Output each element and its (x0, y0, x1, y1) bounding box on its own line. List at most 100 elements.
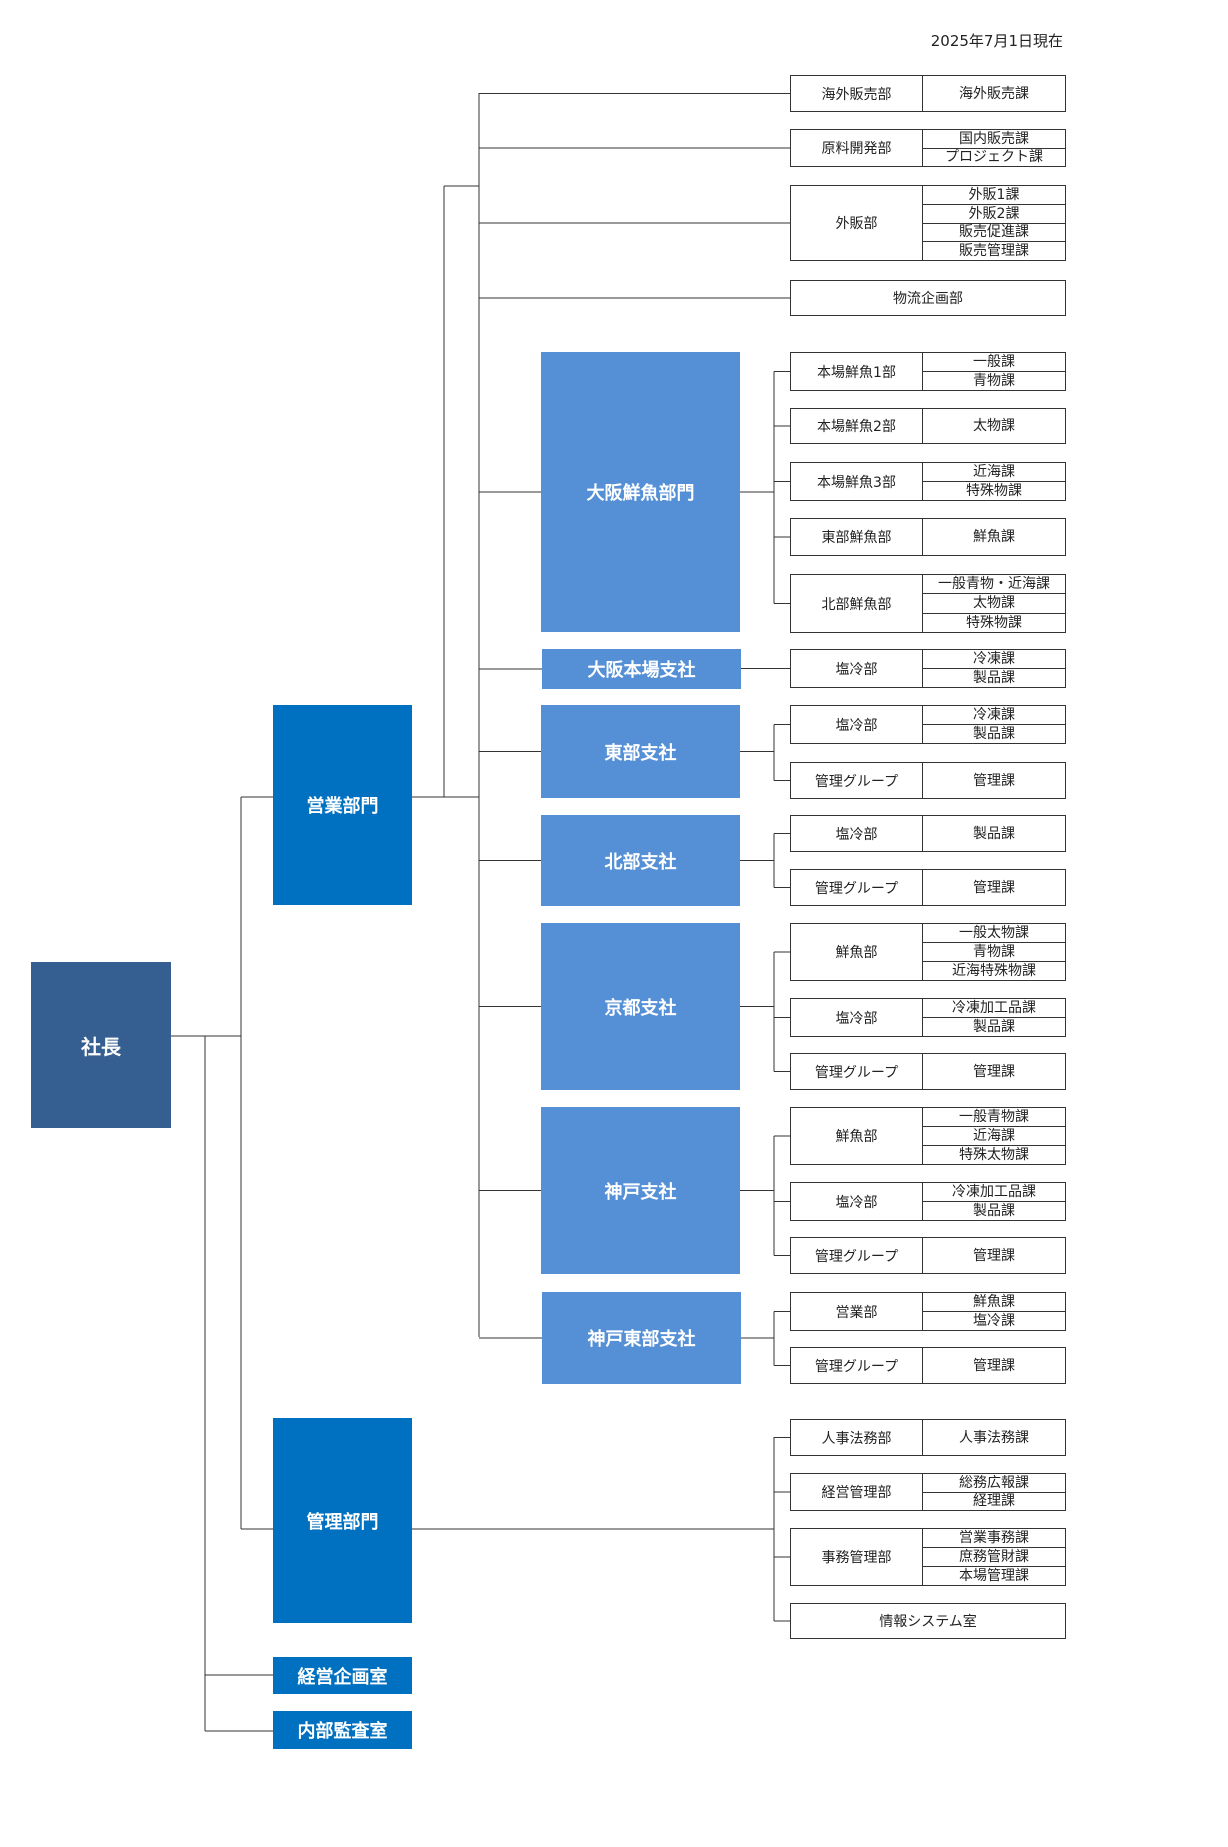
section-list: 海外販売課 (923, 76, 1065, 111)
section-name: 特殊物課 (923, 612, 1065, 632)
department-box: 本場鮮魚1部一般課青物課 (790, 352, 1066, 391)
department-box: 人事法務部 人事法務課 (790, 1419, 1066, 1456)
section-name: 一般青物・近海課 (938, 576, 1050, 593)
department-name: 管理グループ (791, 1238, 923, 1273)
section-name: 人事法務課 (959, 1429, 1029, 1446)
department-box: 塩冷部冷凍加工品課製品課 (790, 1182, 1066, 1221)
sales-division-box: 営業部門 (273, 705, 412, 905)
section-name: 青物課 (923, 942, 1065, 961)
section-list: 国内販売課プロジェクト課 (923, 130, 1065, 166)
department-box: 鮮魚部一般太物課青物課近海特殊物課 (790, 923, 1066, 981)
section-name: 冷凍課 (973, 707, 1015, 723)
section-name: 塩冷課 (923, 1311, 1065, 1330)
section-list: 管理課 (923, 870, 1065, 905)
audit-office-box: 内部監査室 (273, 1711, 412, 1749)
department-box: 原料開発部国内販売課プロジェクト課 (790, 129, 1066, 167)
section-name: 青物課 (923, 371, 1065, 390)
department-name: 塩冷部 (791, 816, 923, 851)
department-name: 管理グループ (791, 1054, 923, 1089)
section-name: 製品課 (923, 724, 1065, 743)
section-name: 海外販売課 (959, 85, 1029, 102)
department-name: 塩冷部 (791, 1183, 923, 1220)
section-name: 製品課 (973, 825, 1015, 842)
section-name: 近海課 (973, 464, 1015, 480)
section-list: 営業事務課庶務管財課本場管理課 (923, 1529, 1065, 1585)
section-name: 太物課 (973, 418, 1015, 434)
section-name: 管理課 (973, 772, 1015, 789)
section-name: 鮮魚課 (973, 529, 1015, 545)
section-list: 一般青物・近海課太物課特殊物課 (923, 575, 1065, 632)
section-name: 本場管理課 (923, 1566, 1065, 1585)
department-name: 人事法務部 (791, 1420, 923, 1455)
section-list: 一般太物課青物課近海特殊物課 (923, 924, 1065, 980)
admin-division-box: 管理部門 (273, 1418, 412, 1623)
section-list: 鮮魚課塩冷課 (923, 1293, 1065, 1330)
department-name: 塩冷部 (791, 999, 923, 1036)
department-box: 塩冷部冷凍課製品課 (790, 649, 1066, 688)
section-name: 外販2課 (923, 203, 1065, 223)
department-box: 海外販売部海外販売課 (790, 75, 1066, 112)
department-name: 事務管理部 (791, 1529, 923, 1585)
section-name: 太物課 (923, 593, 1065, 612)
department-box: 本場鮮魚3部 近海課特殊物課 (790, 462, 1066, 501)
section-name: 特殊物課 (923, 481, 1065, 500)
section-name: 営業事務課 (959, 1530, 1029, 1546)
section-name: 冷凍加工品課 (952, 1000, 1036, 1016)
department-name: 外販部 (791, 186, 923, 260)
section-name: 国内販売課 (959, 130, 1029, 147)
section-list: 製品課 (923, 816, 1065, 851)
section-list: 鮮魚課 (923, 519, 1065, 555)
department-box: 外販部外販1課外販2課販売促進課販売管理課 (790, 185, 1066, 261)
section-list: 太物課 (923, 409, 1065, 443)
department-box: 塩冷部冷凍加工品課製品課 (790, 998, 1066, 1037)
section-list: 冷凍加工品課製品課 (923, 1183, 1065, 1220)
department-box: 物流企画部 (790, 280, 1066, 316)
section-name: 経理課 (923, 1491, 1065, 1511)
branch-box: 神戸支社 (541, 1107, 740, 1274)
section-name: 冷凍加工品課 (952, 1184, 1036, 1200)
section-name: 販売促進課 (923, 222, 1065, 242)
section-list: 管理課 (923, 1054, 1065, 1089)
section-name: 販売管理課 (923, 241, 1065, 260)
department-name: 塩冷部 (791, 650, 923, 687)
department-name: 管理グループ (791, 870, 923, 905)
section-name: 庶務管財課 (923, 1547, 1065, 1566)
section-list: 一般青物課近海課特殊太物課 (923, 1108, 1065, 1164)
section-list: 冷凍加工品課製品課 (923, 999, 1065, 1036)
planning-office-box: 経営企画室 (273, 1657, 412, 1694)
section-list: 管理課 (923, 1348, 1065, 1383)
section-name: 管理課 (973, 1357, 1015, 1374)
department-name: 原料開発部 (791, 130, 923, 166)
section-name: 近海課 (923, 1126, 1065, 1145)
section-list: 管理課 (923, 763, 1065, 798)
department-box: 塩冷部 製品課 (790, 815, 1066, 852)
section-name: 製品課 (923, 668, 1065, 687)
department-box: 事務管理部営業事務課庶務管財課本場管理課 (790, 1528, 1066, 1586)
section-list: 冷凍課製品課 (923, 650, 1065, 687)
section-list: 外販1課外販2課販売促進課販売管理課 (923, 186, 1065, 260)
department-box: 東部鮮魚部鮮魚課 (790, 518, 1066, 556)
department-box: 管理グループ管理課 (790, 762, 1066, 799)
department-box: 管理グループ管理課 (790, 1347, 1066, 1384)
section-name: 近海特殊物課 (923, 961, 1065, 980)
department-name: 本場鮮魚3部 (791, 463, 923, 500)
as-of-date: 2025年7月1日現在 (930, 32, 1063, 50)
president-box: 社長 (31, 962, 171, 1128)
section-name: 総務広報課 (959, 1474, 1029, 1491)
section-name: 鮮魚課 (973, 1294, 1015, 1310)
branch-box: 大阪本場支社 (542, 649, 741, 689)
section-name: 製品課 (923, 1201, 1065, 1220)
section-name: 管理課 (973, 1247, 1015, 1264)
section-name: 管理課 (973, 1063, 1015, 1080)
department-box: 経営管理部総務広報課経理課 (790, 1473, 1066, 1511)
section-name: プロジェクト課 (923, 147, 1065, 167)
department-name: 北部鮮魚部 (791, 575, 923, 632)
branch-box: 北部支社 (541, 815, 740, 906)
section-name: 外販1課 (968, 186, 1020, 203)
section-list: 一般課青物課 (923, 353, 1065, 390)
department-box: 管理グループ管理課 (790, 869, 1066, 906)
department-name: 本場鮮魚2部 (791, 409, 923, 443)
branch-box: 京都支社 (541, 923, 740, 1090)
